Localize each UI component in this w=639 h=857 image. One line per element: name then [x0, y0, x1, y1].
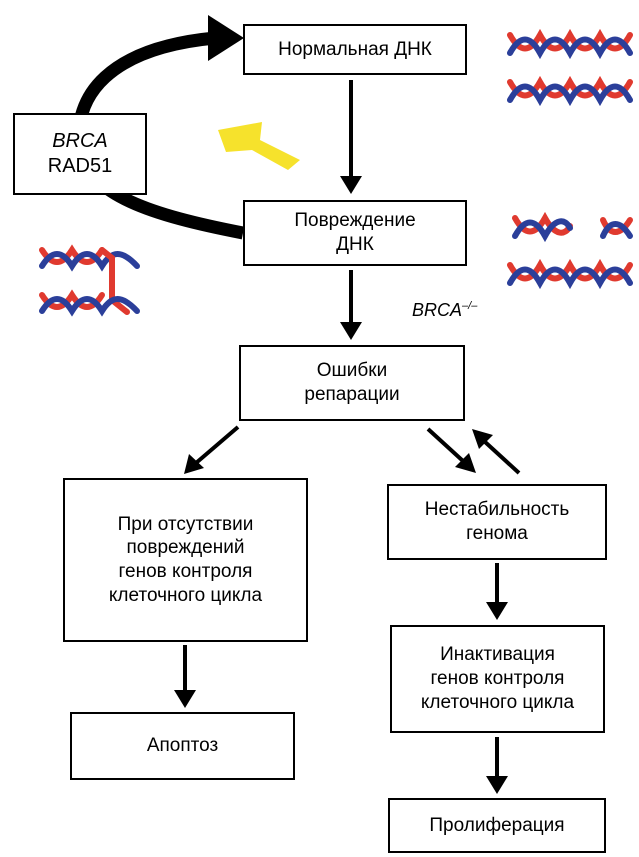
brca-genotype-label: BRCA–/–	[412, 300, 477, 321]
proliferation-label: Пролиферация	[429, 814, 565, 836]
normal-dna-label: Нормальная ДНК	[278, 38, 432, 60]
brca-genotype-sup: –/–	[462, 300, 478, 312]
arrow-instability-to-errors	[482, 439, 521, 475]
dna-damage-line2: ДНК	[336, 234, 374, 255]
proliferation-box: Пролиферация	[388, 798, 606, 853]
no-damage-line1: При отсутствии	[117, 513, 254, 535]
arrow-errors-to-nodamage	[194, 425, 240, 465]
inactivation-line2: генов контроля	[430, 668, 565, 690]
no-damage-line4: клеточного цикла	[108, 584, 263, 606]
normal-dna-box: Нормальная ДНК	[243, 24, 467, 75]
repair-loop-arrowhead	[208, 15, 244, 61]
brca-rad51-box: BRCA RAD51	[13, 113, 147, 195]
broken-dna-icon	[507, 211, 633, 290]
genome-instability-line2: генома	[466, 523, 528, 544]
rad51-label: RAD51	[47, 155, 113, 177]
brca-genotype-gene: BRCA	[412, 300, 463, 320]
dna-helix-icon	[507, 28, 633, 107]
apoptosis-box: Апоптоз	[70, 712, 295, 780]
lightning-icon	[218, 122, 300, 170]
inactivation-box: Инактивация генов контроля клеточного ци…	[390, 625, 605, 733]
inactivation-line1: Инактивация	[440, 644, 555, 666]
brca-gene-label: BRCA	[52, 130, 108, 152]
apoptosis-label: Апоптоз	[146, 735, 219, 757]
genome-instability-line1: Нестабильность	[424, 499, 570, 521]
no-damage-line3: генов контроля	[118, 561, 253, 582]
no-damage-box: При отсутствии повреждений генов контрол…	[63, 478, 308, 642]
repair-errors-line2: репарации	[304, 384, 400, 405]
dna-damage-box: Повреждение ДНК	[243, 200, 467, 266]
no-damage-line2: повреждений	[126, 537, 245, 559]
arrow-errors-to-instability	[426, 427, 465, 463]
genome-instability-box: Нестабильность генома	[387, 484, 607, 560]
inactivation-line3: клеточного цикла	[420, 691, 575, 713]
rearranged-dna-icon	[39, 244, 140, 317]
dna-damage-line1: Повреждение	[294, 210, 416, 232]
repair-errors-box: Ошибки репарации	[239, 345, 465, 421]
repair-errors-line1: Ошибки	[316, 360, 388, 382]
